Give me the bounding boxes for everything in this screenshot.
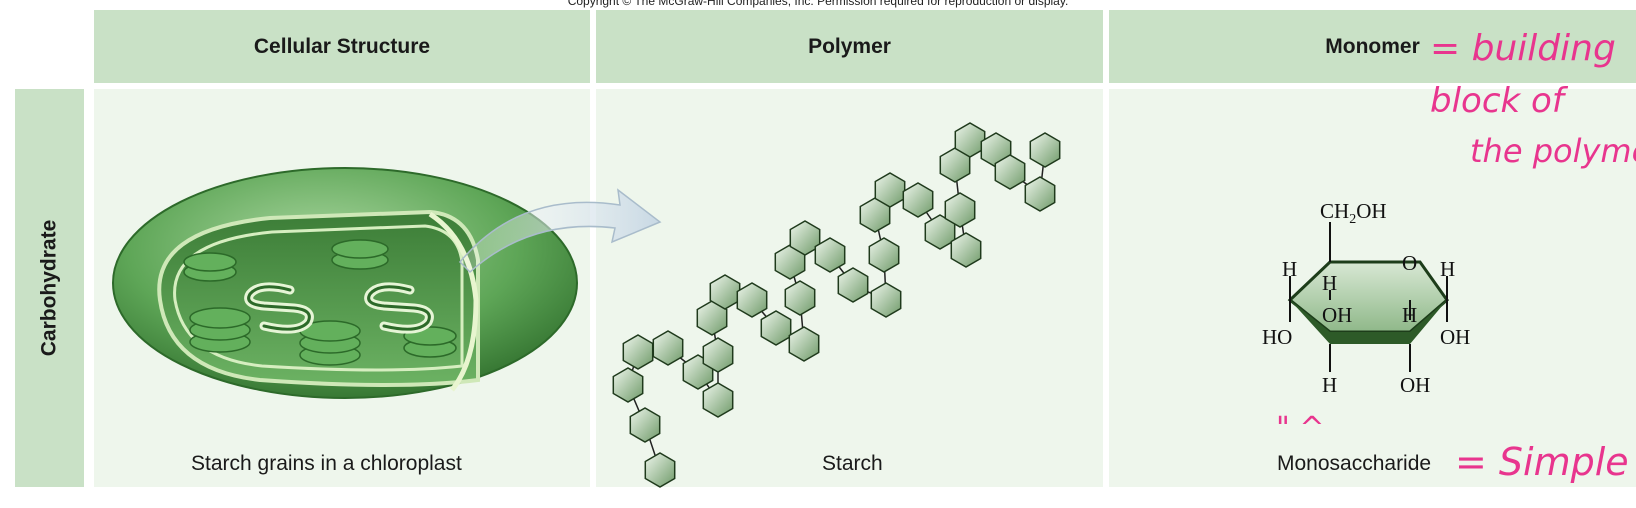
label-ho-left: HO (1262, 325, 1292, 349)
glucose-unit (868, 237, 900, 273)
label-h-right: H (1440, 257, 1455, 281)
annotation-marks: " ^ (1276, 411, 1324, 446)
glucose-unit (789, 220, 821, 256)
label-oh-inner: OH (1322, 303, 1352, 327)
label-h-inner: H (1322, 271, 1337, 295)
glucose-unit (644, 452, 676, 488)
glucose-unit (954, 122, 986, 158)
header-polymer: Polymer (596, 10, 1103, 83)
glucose-unit (702, 337, 734, 373)
glucose-unit (652, 330, 684, 366)
annotation-line2: block of (1430, 81, 1569, 121)
annotation-line1: = building (1430, 28, 1616, 69)
label-ring-o: O (1402, 251, 1417, 275)
label-oh-bottom: OH (1400, 373, 1430, 397)
chloroplast-illustration (112, 167, 578, 399)
glucose-unit (622, 334, 654, 370)
glucose-unit (837, 267, 869, 303)
header-label: Polymer (808, 34, 891, 58)
glucose-unit (612, 367, 644, 403)
glucose-unit (874, 172, 906, 208)
glucose-unit (994, 154, 1026, 190)
glucose-unit (814, 237, 846, 273)
label-h-inner2: H (1402, 303, 1417, 327)
header-cellular-structure: Cellular Structure (94, 10, 590, 83)
glucose-unit (870, 282, 902, 318)
glucose-unit (950, 232, 982, 268)
glucose-unit (1024, 176, 1056, 212)
label-ch2oh: CH2OH (1320, 199, 1387, 227)
glucose-unit (702, 382, 734, 418)
glucose-unit (629, 407, 661, 443)
header-label: Cellular Structure (253, 34, 431, 58)
handwritten-annotations: = building block of the polymer = Simple… (1276, 28, 1636, 484)
glucose-unit (784, 280, 816, 316)
starch-polymer-chain (612, 122, 1061, 488)
label-h-bottom: H (1322, 373, 1337, 397)
glucose-unit (1029, 132, 1061, 168)
glucose-unit (788, 326, 820, 362)
caption-cellular: Starch grains in a chloroplast (191, 452, 462, 475)
glucose-unit (736, 282, 768, 318)
glucose-unit (696, 300, 728, 336)
caption-monomer: Monosaccharide (1277, 452, 1432, 475)
glucose-unit (709, 274, 741, 310)
annotation-simple: = Simple (1455, 440, 1629, 484)
label-oh-right: OH (1440, 325, 1470, 349)
glucose-unit (760, 310, 792, 346)
glucose-ring-structure: CH2OH O H H H HO OH H OH H OH (1262, 199, 1470, 397)
copyright-notice: Copyright © The McGraw-Hill Companies, I… (567, 0, 1069, 8)
annotation-line3: the polymer (1470, 132, 1636, 170)
glucose-unit (902, 182, 934, 218)
label-h-left: H (1282, 257, 1297, 281)
row-label-carbohydrate: Carbohydrate (15, 89, 84, 487)
arrow-shape (458, 188, 662, 274)
header-monomer: Monomer (1109, 10, 1636, 83)
caption-polymer: Starch (822, 452, 883, 475)
header-label: Monomer (1325, 34, 1420, 58)
glucose-unit (944, 192, 976, 228)
